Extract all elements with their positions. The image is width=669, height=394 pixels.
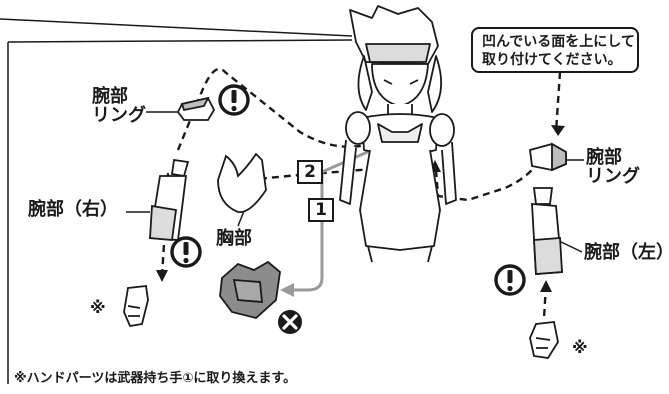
exclamation-icon: [170, 236, 202, 268]
chest-part: [217, 152, 267, 213]
hand-part-left: [123, 285, 149, 328]
label-left-arm-ring-line1: 腕部: [92, 86, 128, 107]
x-mark-icon: [278, 310, 302, 334]
label-chest-part: 胸部: [216, 228, 252, 249]
label-left-arm-ring-line2: リング: [92, 104, 146, 126]
step-1-arrow: [292, 148, 373, 292]
label-left-arm-part: 腕部（左）: [584, 242, 669, 263]
step-number-1: 1: [308, 198, 334, 222]
asterisk-mark-left: ※: [90, 298, 106, 317]
figure-drawing: [339, 5, 457, 263]
step-1-arrowhead: [280, 283, 294, 297]
label-right-arm-part: 腕部（右）: [28, 199, 118, 220]
asterisk-mark-right: ※: [572, 338, 588, 357]
callout-line-1: 凹んでいる面を上にして: [482, 34, 635, 50]
label-right-arm-ring: 腕部 リング: [586, 147, 640, 187]
exclamation-icon: [494, 264, 526, 296]
hand-part-right: [529, 321, 559, 359]
frame-lines: [0, 18, 353, 384]
old-chest-part: [219, 260, 281, 319]
right-arm-ring-part: [529, 142, 567, 172]
step-number-2: 2: [297, 160, 323, 184]
callout-box: 凹んでいる面を上にして 取り付けてください。: [471, 27, 639, 73]
label-right-arm-ring-line2: リング: [586, 165, 640, 187]
right-arm-part: [148, 158, 190, 241]
callout-line-2: 取り付けてください。: [482, 52, 622, 68]
left-arm-ring-part: [176, 96, 216, 121]
label-left-arm-ring: 腕部 リング: [92, 86, 146, 126]
exclamation-icon: [218, 84, 250, 116]
footnote: ※ハンドパーツは武器持ち手①に取り換えます。: [14, 371, 297, 386]
label-right-arm-ring-line1: 腕部: [586, 147, 622, 168]
left-arm-part: [531, 187, 563, 275]
